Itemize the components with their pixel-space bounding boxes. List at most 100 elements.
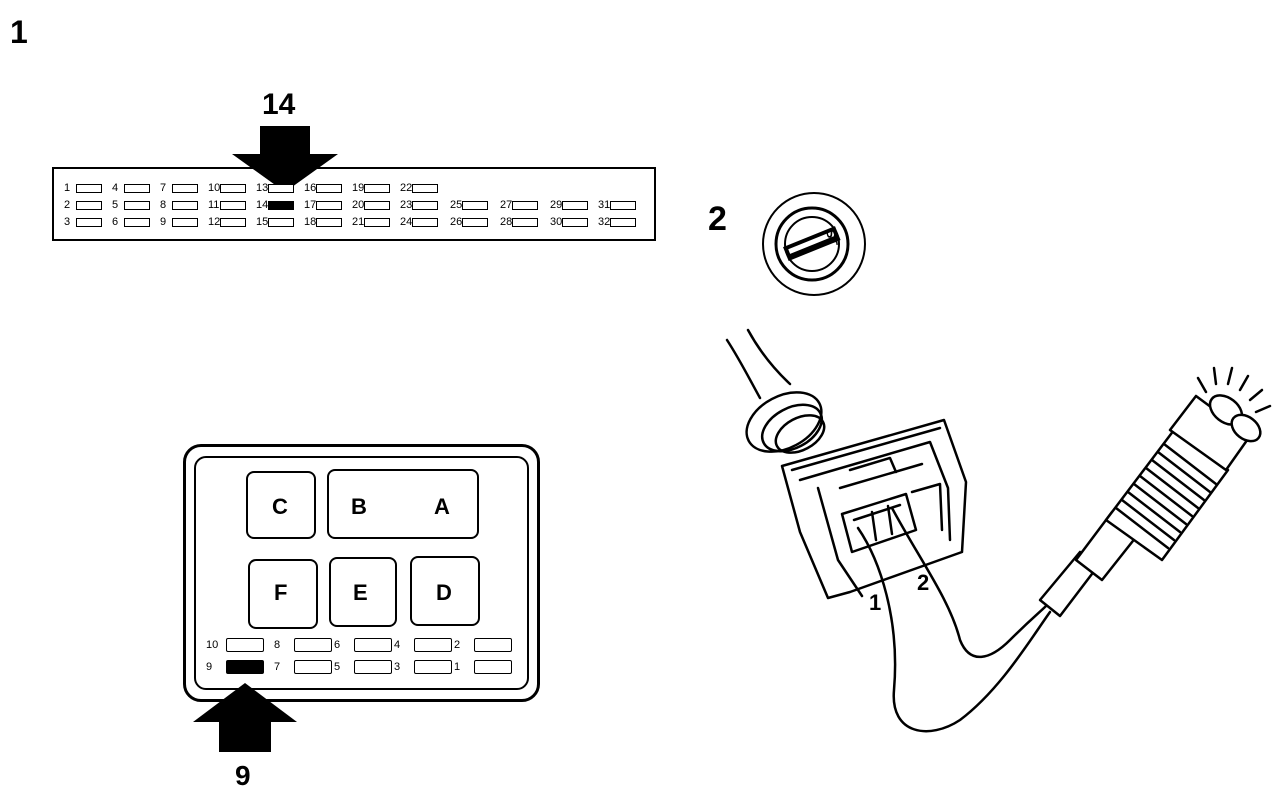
socket-label-a: A [434,494,450,519]
diagnostic-pin-label: 6 [334,639,341,651]
ecu-pin-label: 19 [352,182,365,194]
diagnostic-arrow-label: 9 [235,760,251,791]
ecu-pin-socket [172,184,198,193]
ecu-pin-label: 29 [550,199,563,211]
diagnostic-pin-label: 3 [394,661,401,673]
diagnostic-pin-label: 7 [274,661,281,673]
socket-ba [327,469,479,539]
ecu-pin-label: 15 [256,216,269,228]
diagnostic-pin-socket [474,660,512,674]
ecu-pin-socket [76,184,102,193]
ecu-pin-socket [172,201,198,210]
diagnostic-pin-label: 8 [274,639,281,651]
ecu-pin-socket [124,201,150,210]
ecu-pin-label: 1 [64,182,71,194]
diagnostic-pin-socket [226,660,264,674]
diagnostic-pin-socket [226,638,264,652]
ecu-pin-socket [364,184,390,193]
ecu-pin-label: 25 [450,199,463,211]
diagnostic-connector-inner [194,456,529,690]
ecu-pin-socket [364,218,390,227]
socket-label-c: C [272,494,288,519]
figure-number: 1 [10,14,28,50]
ecu-pin-socket [316,184,342,193]
ecu-pin-socket [76,201,102,210]
ecu-pin-socket [610,218,636,227]
diagnostic-pin-label: 1 [454,661,461,673]
ecu-pin-label: 20 [352,199,365,211]
socket-f [248,559,318,629]
socket-label-d: D [436,580,452,605]
diagnostic-connector-outer [183,444,540,702]
socket-e [329,557,397,627]
ecu-pin-label: 22 [400,182,413,194]
diagnostic-pin-label: 2 [454,639,461,651]
socket-c [246,471,316,539]
ecu-pin-socket [268,201,294,210]
ignition-switch-label: 2 [708,200,727,238]
socket-label-f: F [274,580,288,605]
ecu-pin-socket [220,218,246,227]
diagnostic-pin-label: 10 [206,639,219,651]
lamp-lead-1-label: 1 [869,590,882,615]
diagnostic-pin-label: 5 [334,661,341,673]
ecu-pin-socket [220,201,246,210]
ecu-pin-label: 7 [160,182,167,194]
ecu-pin-label: 24 [400,216,413,228]
ecu-pin-socket [412,218,438,227]
ecu-pin-label: 11 [208,199,220,211]
ecu-pin-socket [268,184,294,193]
diagnostic-pin-socket [414,660,452,674]
ecu-pin-label: 6 [112,216,119,228]
ecu-pin-socket [316,218,342,227]
diagnostic-pin-socket [294,638,332,652]
ecu-pin-socket [76,218,102,227]
ecu-pin-label: 16 [304,182,317,194]
ecu-pin-socket [268,218,294,227]
diagnostic-pin-socket [294,660,332,674]
ecu-pin-label: 9 [160,216,167,228]
ecu-pin-socket [220,184,246,193]
ecu-pin-label: 3 [64,216,71,228]
ecu-arrow-label: 14 [262,88,296,121]
ecu-pin-socket [316,201,342,210]
ecu-pin-label: 21 [352,216,365,228]
ecu-pin-socket [610,201,636,210]
ignition-switch-marking: ST [823,228,841,247]
ecu-pin-label: 13 [256,182,269,194]
ecu-pin-socket [172,218,198,227]
socket-d [410,556,480,626]
ecu-pin-socket [412,201,438,210]
diagnostic-pin-socket [354,638,392,652]
ecu-pin-socket [462,218,488,227]
socket-label-b: B [351,494,367,519]
ecu-pin-label: 2 [64,199,71,211]
ecu-pin-label: 28 [500,216,513,228]
lamp-lead-2-label: 2 [917,570,930,595]
ecu-pin-label: 30 [550,216,563,228]
ecu-pin-label: 27 [500,199,513,211]
ecu-pin-socket [124,184,150,193]
ecu-pin-label: 10 [208,182,221,194]
diagnostic-pin-label: 9 [206,661,213,673]
ecu-pin-socket [412,184,438,193]
ecu-pin-label: 17 [304,199,317,211]
diagnostic-pin-socket [354,660,392,674]
ecu-pin-socket [512,218,538,227]
diagnostic-pin-socket [414,638,452,652]
ecu-pin-label: 12 [208,216,221,228]
ecu-pin-label: 8 [160,199,167,211]
ecu-pin-label: 4 [112,182,119,194]
ecu-connector [52,167,656,241]
ecu-pin-label: 26 [450,216,463,228]
ecu-pin-socket [562,218,588,227]
ecu-pin-socket [562,201,588,210]
ecu-pin-socket [462,201,488,210]
ecu-pin-label: 32 [598,216,611,228]
ecu-pin-socket [124,218,150,227]
ecu-pin-label: 14 [256,199,269,211]
ecu-pin-socket [512,201,538,210]
ecu-pin-socket [364,201,390,210]
diagnostic-pin-socket [474,638,512,652]
socket-label-e: E [353,580,368,605]
